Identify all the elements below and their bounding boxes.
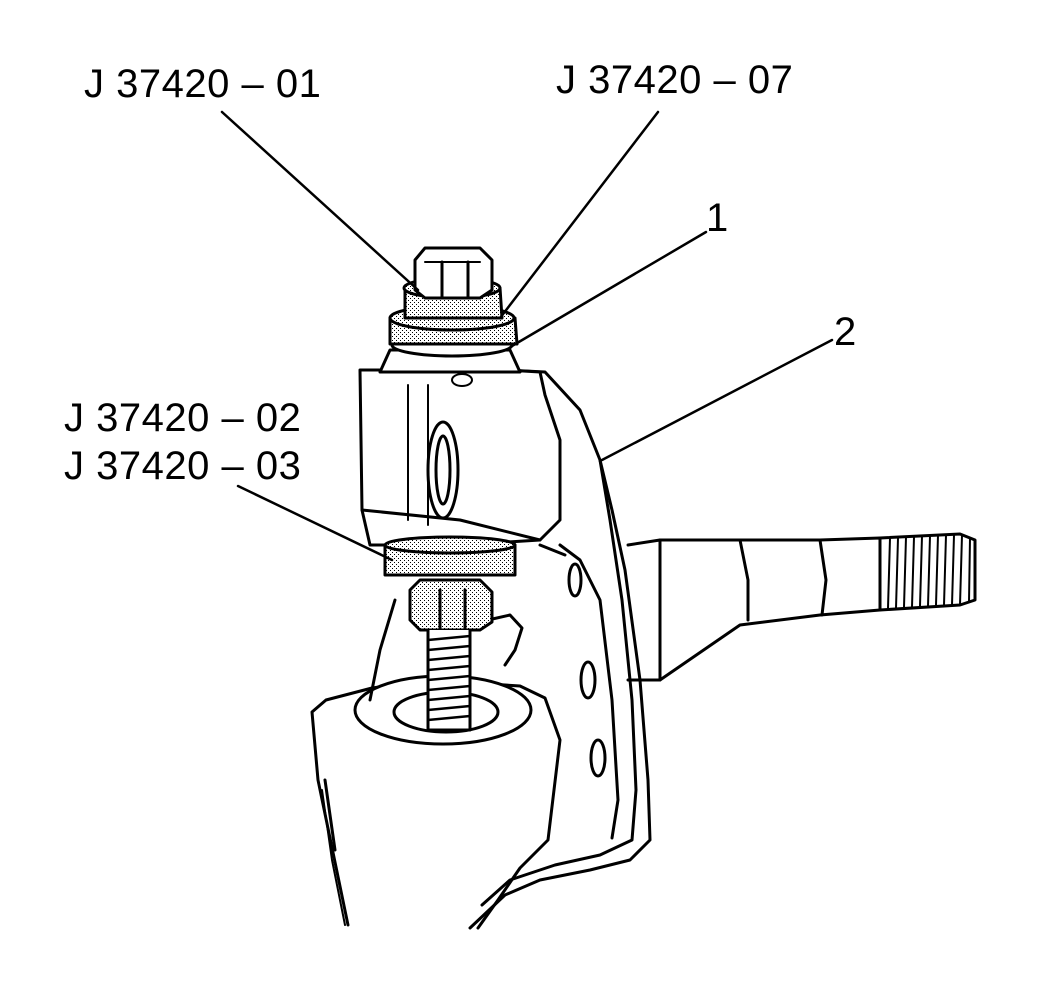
lower-control-arm — [310, 678, 562, 930]
spindle-threads — [887, 534, 971, 609]
leader-tool-07 — [498, 110, 660, 320]
leader-lines — [220, 110, 834, 562]
callout-tool-07: J 37420 – 07 — [556, 58, 794, 102]
callout-item-2: 2 — [834, 310, 857, 354]
leader-tool-02-03 — [236, 484, 394, 562]
callout-tool-01: J 37420 – 01 — [84, 62, 322, 106]
leader-item-1 — [510, 230, 708, 348]
hex-nut — [408, 578, 494, 632]
callout-item-1: 1 — [706, 196, 729, 240]
leader-tool-01 — [220, 110, 420, 292]
leader-item-2 — [600, 338, 834, 462]
callout-tool-02: J 37420 – 02 — [64, 396, 302, 440]
receiver-block — [358, 348, 562, 547]
threaded-stud — [426, 628, 472, 732]
callout-tool-03: J 37420 – 03 — [64, 444, 302, 488]
lower-adapter-tool-02-03 — [383, 535, 517, 577]
spindle — [626, 532, 977, 682]
forcing-screw-head — [413, 246, 494, 300]
steering-knuckle — [368, 368, 652, 930]
